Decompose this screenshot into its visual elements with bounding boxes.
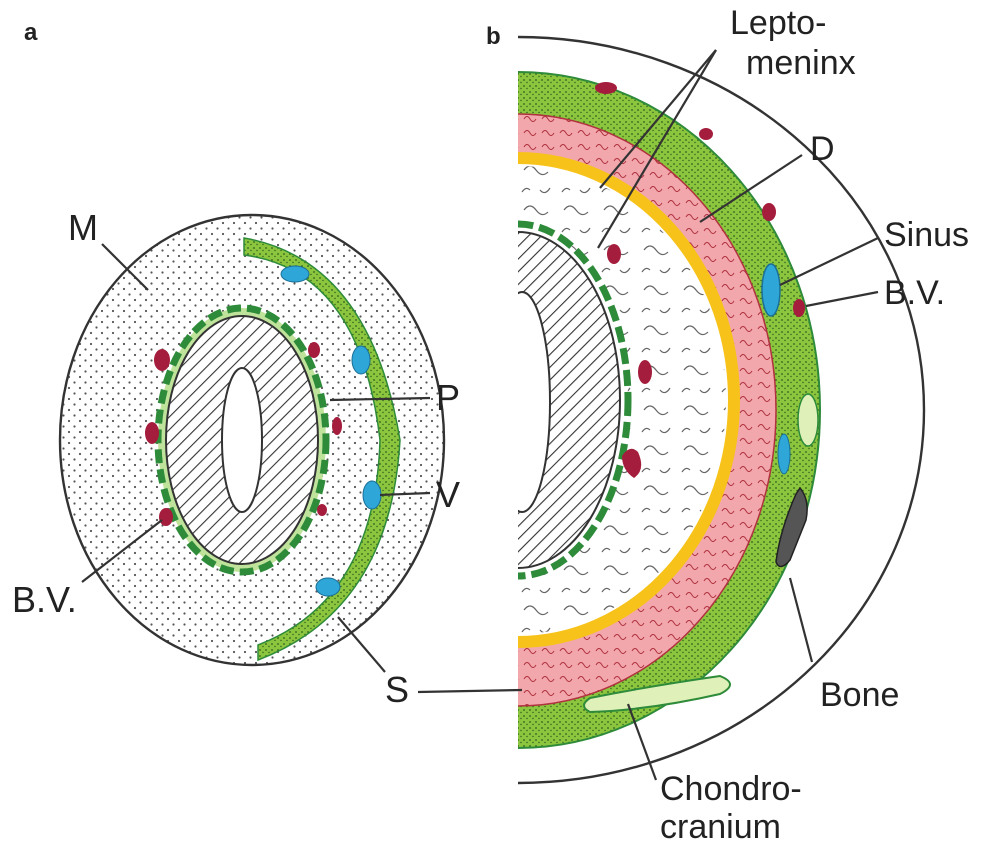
panel-a: a M P V B.V. S xyxy=(12,19,460,710)
label-s: S xyxy=(385,669,409,710)
panel-b-lumen xyxy=(494,292,550,512)
panel-a-blood-vessel xyxy=(159,508,173,526)
label-sinus: Sinus xyxy=(884,216,969,254)
panel-b-leader-bone xyxy=(790,578,812,662)
label-a-bv: B.V. xyxy=(12,579,77,620)
panel-b-leader-s xyxy=(418,690,522,692)
panel-a-vein xyxy=(316,578,340,596)
panel-b-sinus xyxy=(762,264,780,316)
panel-a-vein xyxy=(352,346,370,374)
panel-b-blood-vessel xyxy=(638,360,652,384)
label-v: V xyxy=(436,474,460,515)
panel-a-blood-vessel xyxy=(154,349,170,371)
panel-b-cartilage-capsule xyxy=(798,394,818,446)
panel-b-vein xyxy=(778,434,790,474)
label-chondrocranium-line1: Chondro- xyxy=(660,770,802,808)
panel-a-blood-vessel xyxy=(145,422,159,444)
panel-a-vein xyxy=(363,481,381,509)
panel-a-blood-vessel xyxy=(332,417,342,435)
panel-b-letter: b xyxy=(486,23,501,50)
panel-a-letter: a xyxy=(24,19,38,46)
panel-b-blood-vessel xyxy=(793,299,805,317)
panel-b-blood-vessel xyxy=(607,244,621,264)
panel-a-vein xyxy=(281,266,309,282)
panel-b-leader-sinus xyxy=(780,238,878,285)
label-bone: Bone xyxy=(820,676,899,714)
label-m: M xyxy=(68,207,98,248)
panel-a-blood-vessel xyxy=(308,342,320,358)
label-d: D xyxy=(810,130,835,168)
label-chondrocranium-line2: cranium xyxy=(660,808,781,842)
label-p: P xyxy=(436,377,460,418)
panel-b-leader-bv xyxy=(806,292,878,306)
panel-a-blood-vessel xyxy=(317,504,327,516)
panel-a-lumen xyxy=(222,368,262,512)
panel-b-blood-vessel xyxy=(762,203,776,221)
panel-b-blood-vessel xyxy=(699,128,713,140)
label-leptomeninx-line2: meninx xyxy=(746,44,856,82)
panel-b-blood-vessel xyxy=(595,82,617,94)
label-leptomeninx-line1: Lepto- xyxy=(730,4,826,42)
label-b-bv: B.V. xyxy=(884,274,945,312)
